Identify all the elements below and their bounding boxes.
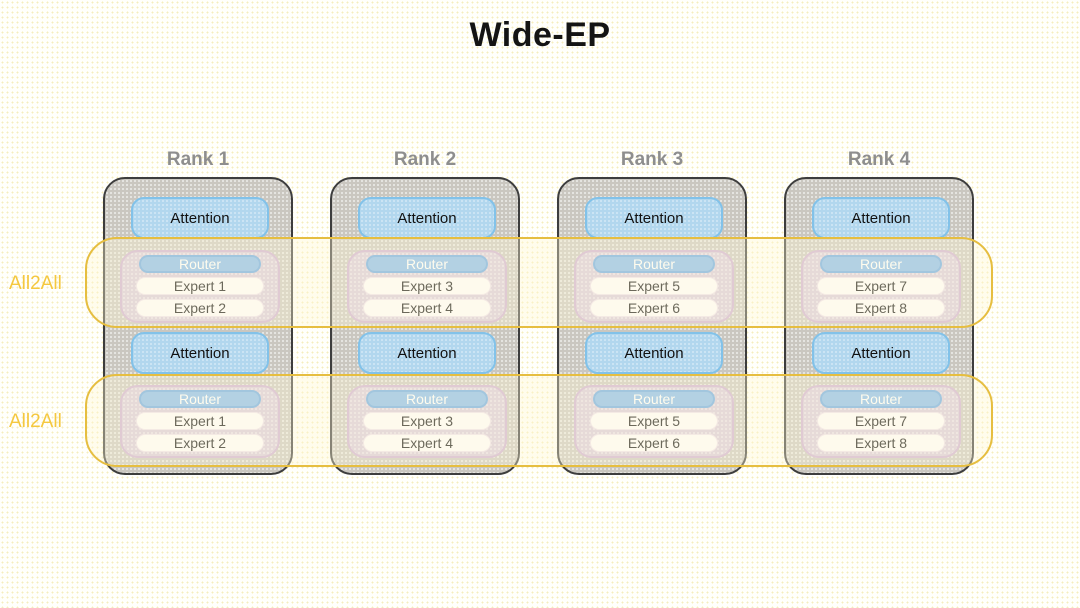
- ranks-row: Rank 1 Attention Router Expert 1 Expert …: [103, 149, 974, 475]
- attention-block: Attention: [358, 197, 496, 239]
- attention-block: Attention: [131, 197, 269, 239]
- attention-block: Attention: [585, 197, 723, 239]
- expert-block: Expert 4: [363, 299, 491, 317]
- router-block: Router: [139, 255, 261, 273]
- rank-box: Attention Router Expert 1 Expert 2 Atten…: [103, 177, 293, 475]
- attention-block: Attention: [358, 332, 496, 374]
- expert-block: Expert 4: [363, 434, 491, 452]
- attention-block: Attention: [585, 332, 723, 374]
- all2all-label: All2All: [9, 411, 62, 432]
- moe-group: Router Expert 5 Expert 6: [574, 385, 734, 458]
- expert-block: Expert 1: [136, 277, 264, 295]
- expert-block: Expert 6: [590, 434, 718, 452]
- expert-block: Expert 8: [817, 299, 945, 317]
- expert-block: Expert 8: [817, 434, 945, 452]
- rank-label: Rank 3: [620, 149, 684, 170]
- moe-group: Router Expert 3 Expert 4: [347, 250, 507, 323]
- moe-group: Router Expert 5 Expert 6: [574, 250, 734, 323]
- expert-block: Expert 7: [817, 277, 945, 295]
- expert-block: Expert 3: [363, 412, 491, 430]
- diagram-title: Wide-EP: [469, 16, 611, 54]
- rank-box: Attention Router Expert 3 Expert 4 Atten…: [330, 177, 520, 475]
- router-block: Router: [820, 255, 942, 273]
- router-block: Router: [593, 390, 715, 408]
- router-block: Router: [139, 390, 261, 408]
- expert-block: Expert 5: [590, 412, 718, 430]
- router-block: Router: [593, 255, 715, 273]
- expert-block: Expert 2: [136, 299, 264, 317]
- expert-block: Expert 1: [136, 412, 264, 430]
- expert-block: Expert 6: [590, 299, 718, 317]
- expert-block: Expert 2: [136, 434, 264, 452]
- router-block: Router: [366, 255, 488, 273]
- rank-box: Attention Router Expert 7 Expert 8 Atten…: [784, 177, 974, 475]
- moe-group: Router Expert 1 Expert 2: [120, 385, 280, 458]
- moe-group: Router Expert 7 Expert 8: [801, 250, 961, 323]
- rank-label: Rank 1: [166, 149, 230, 170]
- rank-column-2: Rank 2 Attention Router Expert 3 Expert …: [330, 149, 520, 475]
- moe-group: Router Expert 3 Expert 4: [347, 385, 507, 458]
- expert-block: Expert 5: [590, 277, 718, 295]
- moe-group: Router Expert 7 Expert 8: [801, 385, 961, 458]
- attention-block: Attention: [812, 332, 950, 374]
- rank-column-4: Rank 4 Attention Router Expert 7 Expert …: [784, 149, 974, 475]
- expert-block: Expert 7: [817, 412, 945, 430]
- expert-block: Expert 3: [363, 277, 491, 295]
- rank-label: Rank 4: [847, 149, 911, 170]
- attention-block: Attention: [131, 332, 269, 374]
- rank-column-1: Rank 1 Attention Router Expert 1 Expert …: [103, 149, 293, 475]
- all2all-label: All2All: [9, 273, 62, 294]
- rank-column-3: Rank 3 Attention Router Expert 5 Expert …: [557, 149, 747, 475]
- attention-block: Attention: [812, 197, 950, 239]
- rank-label: Rank 2: [393, 149, 457, 170]
- router-block: Router: [820, 390, 942, 408]
- rank-box: Attention Router Expert 5 Expert 6 Atten…: [557, 177, 747, 475]
- router-block: Router: [366, 390, 488, 408]
- moe-group: Router Expert 1 Expert 2: [120, 250, 280, 323]
